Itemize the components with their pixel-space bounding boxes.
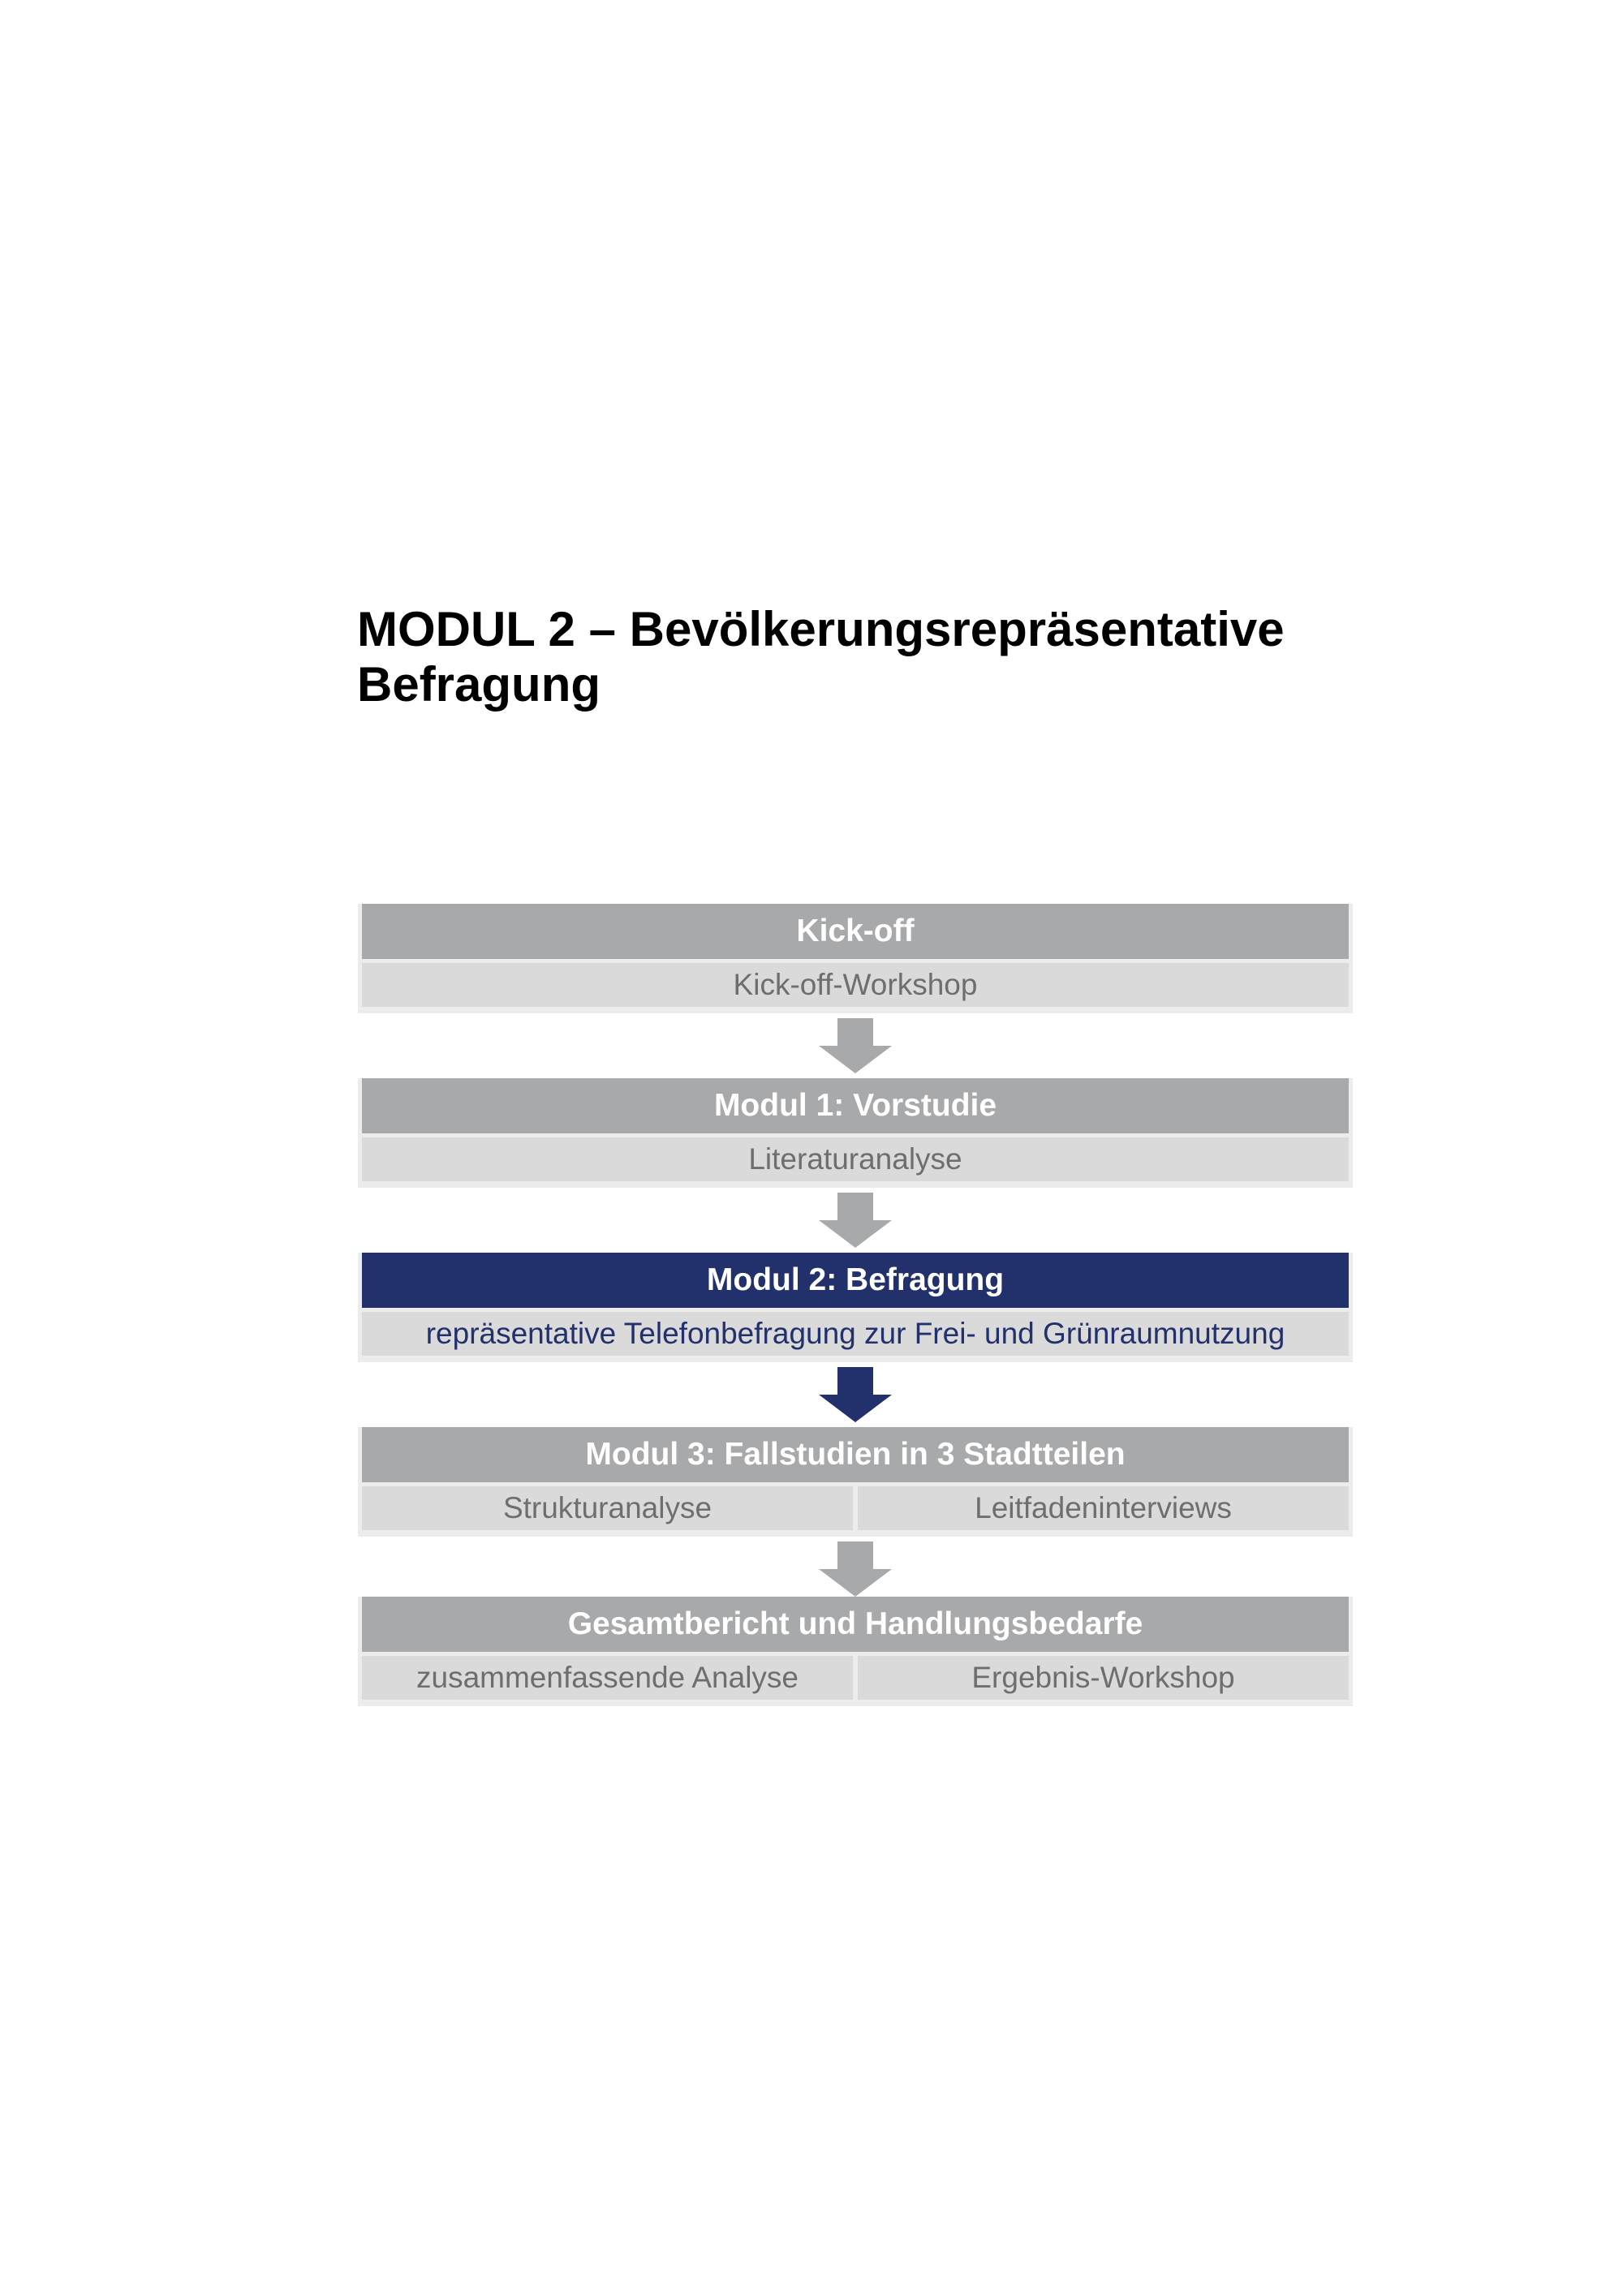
step-kickoff-header: Kick-off xyxy=(362,904,1349,959)
step-modul-2-header: Modul 2: Befragung xyxy=(362,1253,1349,1308)
step-modul-1-item: Literaturanalyse xyxy=(362,1137,1349,1181)
down-arrow-icon xyxy=(819,1541,892,1597)
step-modul-2: Modul 2: Befragung repräsentative Telefo… xyxy=(358,1253,1353,1362)
step-modul-1-body: Literaturanalyse xyxy=(362,1137,1349,1181)
step-gesamtbericht-item-left: zusammenfassende Analyse xyxy=(362,1656,853,1700)
page-title-line-1: MODUL 2 – Bevölkerungsrepräsentative xyxy=(357,602,1285,656)
step-kickoff-body: Kick-off-Workshop xyxy=(362,963,1349,1007)
step-kickoff-item: Kick-off-Workshop xyxy=(362,963,1349,1007)
down-arrow-icon xyxy=(819,1193,892,1248)
step-kickoff: Kick-off Kick-off-Workshop xyxy=(358,904,1353,1013)
step-gesamtbericht-header: Gesamtbericht und Handlungsbedarfe xyxy=(362,1597,1349,1652)
step-modul-2-item: repräsentative Telefonbefragung zur Frei… xyxy=(362,1312,1349,1356)
down-arrow-icon-highlighted xyxy=(819,1367,892,1422)
step-gesamtbericht-item-right: Ergebnis-Workshop xyxy=(858,1656,1349,1700)
step-modul-2-body: repräsentative Telefonbefragung zur Frei… xyxy=(362,1312,1349,1356)
step-modul-3: Modul 3: Fallstudien in 3 Stadtteilen St… xyxy=(358,1427,1353,1537)
page-title-line-2: Befragung xyxy=(357,657,601,712)
step-modul-3-header: Modul 3: Fallstudien in 3 Stadtteilen xyxy=(362,1427,1349,1482)
step-modul-3-body: Strukturanalyse Leitfadeninterviews xyxy=(362,1486,1349,1530)
step-modul-1-header: Modul 1: Vorstudie xyxy=(362,1078,1349,1133)
step-gesamtbericht: Gesamtbericht und Handlungsbedarfe zusam… xyxy=(358,1597,1353,1706)
step-modul-3-item-left: Strukturanalyse xyxy=(362,1486,853,1530)
process-flow-diagram: Kick-off Kick-off-Workshop Modul 1: Vors… xyxy=(358,904,1353,1706)
page-title: MODUL 2 – Bevölkerungsrepräsentative Bef… xyxy=(357,602,1412,712)
down-arrow-icon xyxy=(819,1018,892,1073)
step-modul-1: Modul 1: Vorstudie Literaturanalyse xyxy=(358,1078,1353,1188)
step-modul-3-item-right: Leitfadeninterviews xyxy=(858,1486,1349,1530)
step-gesamtbericht-body: zusammenfassende Analyse Ergebnis-Worksh… xyxy=(362,1656,1349,1700)
